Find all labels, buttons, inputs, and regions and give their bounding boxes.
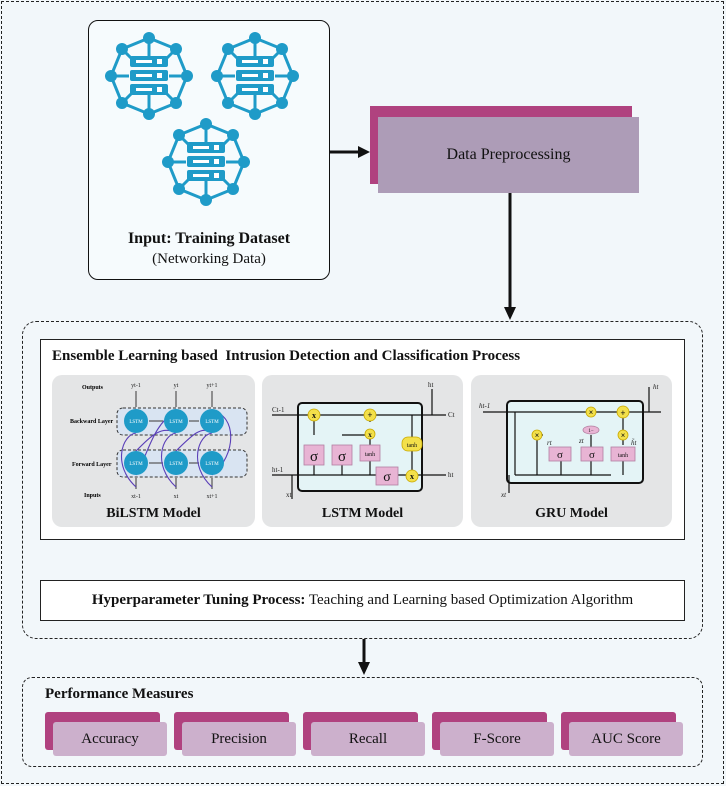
performance-title: Performance Measures: [45, 686, 194, 702]
gru-cell-box: [506, 400, 644, 484]
sigma-symbol: σ: [557, 449, 563, 461]
preprocessing-box: Data Preprocessing: [378, 117, 639, 193]
multiply-symbol: x: [410, 472, 414, 481]
multiply-gate: [364, 428, 376, 440]
lstm-model-label: LSTM Model: [321, 506, 404, 521]
h-next-label: ht: [448, 471, 454, 479]
ensemble-title: Ensemble Learning based Intrusion Detect…: [52, 348, 521, 364]
lstm-cell-label: LSTM: [205, 420, 219, 425]
add-gate: [363, 408, 377, 422]
lstm-cell: [164, 409, 188, 433]
measure-recall: Recall: [311, 722, 425, 756]
multiply-symbol: ×: [621, 431, 626, 440]
add-gate: [616, 405, 630, 419]
lstm-cell: [124, 451, 148, 475]
sigma-symbol: σ: [310, 449, 318, 465]
measure-label: Recall: [348, 730, 388, 747]
lstm-cell-label: LSTM: [129, 462, 143, 467]
lstm-cell: [164, 451, 188, 475]
measure-f-score: F-Score: [440, 722, 554, 756]
ensemble-section: [22, 321, 703, 639]
gru-model-label: GRU Model: [535, 506, 608, 521]
one-minus-gate: [582, 425, 600, 435]
sigma-symbol: σ: [383, 470, 391, 485]
multiply-symbol: ×: [589, 408, 594, 417]
lstm-cell-label: LSTM: [169, 420, 183, 425]
multiply-gate: [617, 429, 629, 441]
h-prev-label: ht-1: [272, 466, 284, 474]
tanh-label: tanh: [407, 443, 417, 449]
performance-section: [22, 677, 703, 767]
measure-label: Accuracy: [81, 730, 139, 747]
preprocessing-label: Data Preprocessing: [446, 146, 571, 163]
multiply-gate: [405, 469, 419, 483]
one-minus-label: 1−: [588, 429, 594, 434]
multiply-gate: [307, 408, 321, 422]
tanh-label: tanh: [365, 452, 375, 458]
bilstm-outputs-label: Outputs: [82, 385, 104, 391]
input-title: Input: Training Dataset: [127, 230, 291, 247]
input-dataset-box: [88, 20, 330, 280]
lstm-cell-label: LSTM: [169, 462, 183, 467]
bilstm-output-label: yt: [174, 383, 179, 389]
bilstm-input-label: xt-1: [131, 494, 141, 500]
c-prev-label: Ct-1: [272, 406, 285, 414]
add-symbol: +: [367, 410, 372, 420]
bilstm-model-label: BiLSTM Model: [106, 506, 201, 521]
bilstm-forward-label: Forward Layer: [72, 462, 112, 468]
bilstm-diagram: Outputs Backward Layer Forward Layer Inp…: [70, 383, 248, 500]
bilstm-output-label: yt-1: [131, 383, 141, 389]
measure-label: AUC Score: [591, 730, 661, 747]
bilstm-input-label: xt+1: [206, 494, 217, 500]
lstm-cell: [124, 409, 148, 433]
lstm-cell: [200, 451, 224, 475]
z-label: zt: [578, 437, 585, 445]
x-in-label: xt: [286, 491, 292, 499]
lstm-cell-label: LSTM: [129, 420, 143, 425]
add-symbol: +: [620, 408, 625, 418]
multiply-gate: [585, 406, 597, 418]
multiply-symbol: ×: [535, 431, 540, 440]
multiply-symbol: x: [368, 431, 372, 439]
sigma-symbol: σ: [338, 449, 346, 465]
c-next-label: Ct: [448, 411, 455, 419]
sigma-symbol: σ: [589, 449, 595, 461]
measure-precision: Precision: [182, 722, 296, 756]
lstm-cell-label: LSTM: [205, 462, 219, 467]
multiply-symbol: x: [312, 411, 316, 420]
measure-label: F-Score: [473, 730, 521, 747]
tanh-gate: [610, 446, 636, 462]
hyperparameter-text: Teaching and Learning based Optimization…: [305, 592, 634, 608]
hyperparameter-label: Hyperparameter Tuning Process:: [91, 592, 306, 608]
bilstm-input-label: xt: [174, 494, 179, 500]
sigma-gate: [375, 466, 399, 486]
tanh-label: tanh: [618, 453, 628, 459]
sigma-gate: [331, 444, 353, 466]
lstm-cell: [200, 409, 224, 433]
measure-label: Precision: [211, 730, 267, 747]
input-subtitle: (Networking Data): [152, 251, 266, 267]
x-in-label: xt: [500, 491, 507, 499]
bilstm-inputs-label: Inputs: [84, 493, 101, 499]
tanh-gate: [359, 444, 381, 462]
multiply-gate: [531, 429, 543, 441]
measure-accuracy: Accuracy: [53, 722, 167, 756]
measure-auc-score: AUC Score: [569, 722, 683, 756]
bilstm-output-label: yt+1: [206, 383, 217, 389]
sigma-gate: [580, 446, 604, 462]
bilstm-backward-label: Backward Layer: [70, 419, 114, 425]
h-tilde-label: h̃t: [631, 439, 638, 447]
gru-diagram: × + × × 1− σ σ tanh ht-1 ht xt rt zt h̃t: [479, 383, 661, 499]
lstm-diagram: x + x x σ σ σ tanh tanh Ct-1 Ct ht-1 ht …: [272, 381, 455, 499]
hyperparameter-box: Hyperparameter Tuning Process: Teaching …: [40, 580, 685, 621]
h-out-label: ht: [428, 381, 434, 389]
h-prev-label: ht-1: [479, 402, 490, 410]
r-label: rt: [547, 439, 553, 447]
sigma-gate: [303, 444, 325, 466]
h-out-label: ht: [653, 383, 660, 391]
tanh-gate: [401, 436, 423, 452]
sigma-gate: [548, 446, 572, 462]
